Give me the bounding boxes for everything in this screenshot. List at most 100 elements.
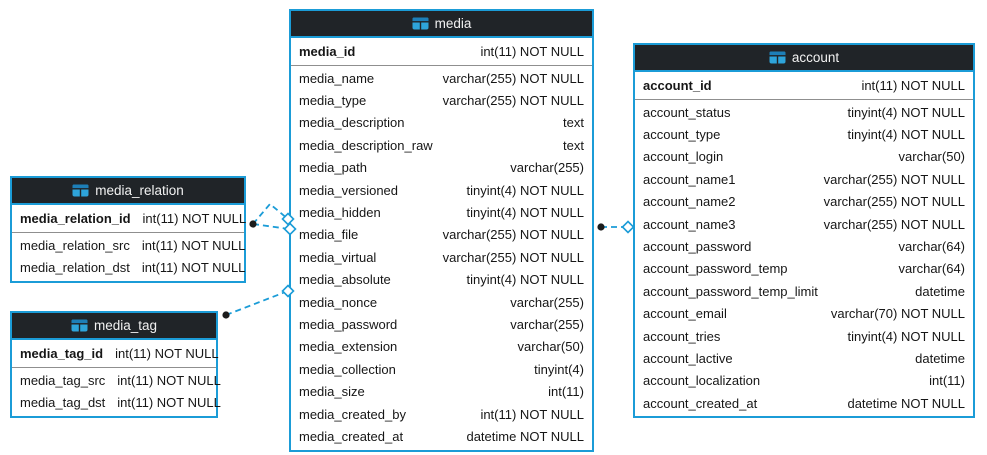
relationship-line-media_relation-to-media[interactable] xyxy=(252,203,289,225)
column-name: account_password xyxy=(643,239,752,255)
column-name: account_password_temp xyxy=(643,261,788,277)
column-type: tinyint(4) NOT NULL xyxy=(847,127,965,143)
column-name: account_type xyxy=(643,127,721,143)
column-type: varchar(255) xyxy=(510,294,584,310)
connector-dot-endpoint xyxy=(597,223,605,231)
column-row[interactable]: media_extension varchar(50) xyxy=(291,336,592,358)
column-type: varchar(255) xyxy=(510,160,584,176)
column-name: media_description xyxy=(299,115,405,131)
column-type: tinyint(4) NOT NULL xyxy=(466,205,584,221)
table-title: media xyxy=(434,16,472,31)
column-type: varchar(50) xyxy=(898,149,965,165)
table-grid-icon xyxy=(412,17,429,30)
relationship-line-media_tag-to-media[interactable] xyxy=(225,290,289,316)
connector-dot-endpoint xyxy=(249,220,257,228)
pk-column-name: media_tag_id xyxy=(20,346,104,361)
column-type: int(11) xyxy=(929,373,965,389)
column-type: varchar(64) xyxy=(898,261,965,277)
table-header[interactable]: account xyxy=(635,45,973,72)
column-name: account_localization xyxy=(643,373,761,389)
column-name: account_lactive xyxy=(643,350,733,366)
column-type: varchar(64) xyxy=(898,239,965,255)
column-row[interactable]: account_password_temp varchar(64) xyxy=(635,258,973,280)
column-type: varchar(255) NOT NULL xyxy=(442,93,584,109)
column-row[interactable]: media_hidden tinyint(4) NOT NULL xyxy=(291,201,592,223)
column-type: int(11) NOT NULL xyxy=(480,406,584,422)
column-name: media_password xyxy=(299,316,398,332)
column-name: media_tag_dst xyxy=(20,395,106,411)
pk-column-type: int(11) NOT NULL xyxy=(480,44,584,59)
relationship-line-media_relation-to-media[interactable] xyxy=(252,223,290,230)
column-type: varchar(50) xyxy=(517,339,584,355)
column-row[interactable]: account_localization int(11) xyxy=(635,370,973,392)
table-header[interactable]: media xyxy=(291,11,592,38)
column-type: int(11) NOT NULL xyxy=(141,260,246,276)
column-name: media_nonce xyxy=(299,294,378,310)
column-name: media_versioned xyxy=(299,182,399,198)
column-row[interactable]: media_created_by int(11) NOT NULL xyxy=(291,403,592,425)
pk-column-type: int(11) NOT NULL xyxy=(861,78,965,93)
column-row[interactable]: media_description text xyxy=(291,112,592,134)
table-header[interactable]: media_tag xyxy=(12,313,216,340)
pk-column-name: media_id xyxy=(299,44,356,59)
column-name: account_status xyxy=(643,104,731,120)
column-type: text xyxy=(563,137,584,153)
column-type: int(11) NOT NULL xyxy=(141,237,246,253)
column-name: media_extension xyxy=(299,339,398,355)
column-name: account_tries xyxy=(643,328,721,344)
column-type: varchar(255) NOT NULL xyxy=(823,171,965,187)
column-row[interactable]: media_nonce varchar(255) xyxy=(291,291,592,313)
column-name: account_name2 xyxy=(643,194,736,210)
column-type: tinyint(4) xyxy=(534,361,584,377)
column-type: text xyxy=(563,115,584,131)
connector-diamond-endpoint xyxy=(621,220,635,234)
table-grid-icon xyxy=(769,51,786,64)
column-name: media_created_by xyxy=(299,406,406,422)
pk-row[interactable]: media_id int(11) NOT NULL xyxy=(291,38,592,66)
table-header[interactable]: media_relation xyxy=(12,178,244,205)
table-grid-icon xyxy=(71,319,88,332)
column-name: media_hidden xyxy=(299,205,381,221)
column-name: media_tag_src xyxy=(20,372,106,388)
column-name: media_absolute xyxy=(299,272,391,288)
column-type: varchar(255) NOT NULL xyxy=(442,249,584,265)
column-row[interactable]: account_password varchar(64) xyxy=(635,235,973,257)
column-row[interactable]: account_type tinyint(4) NOT NULL xyxy=(635,123,973,145)
column-type: datetime xyxy=(915,283,965,299)
